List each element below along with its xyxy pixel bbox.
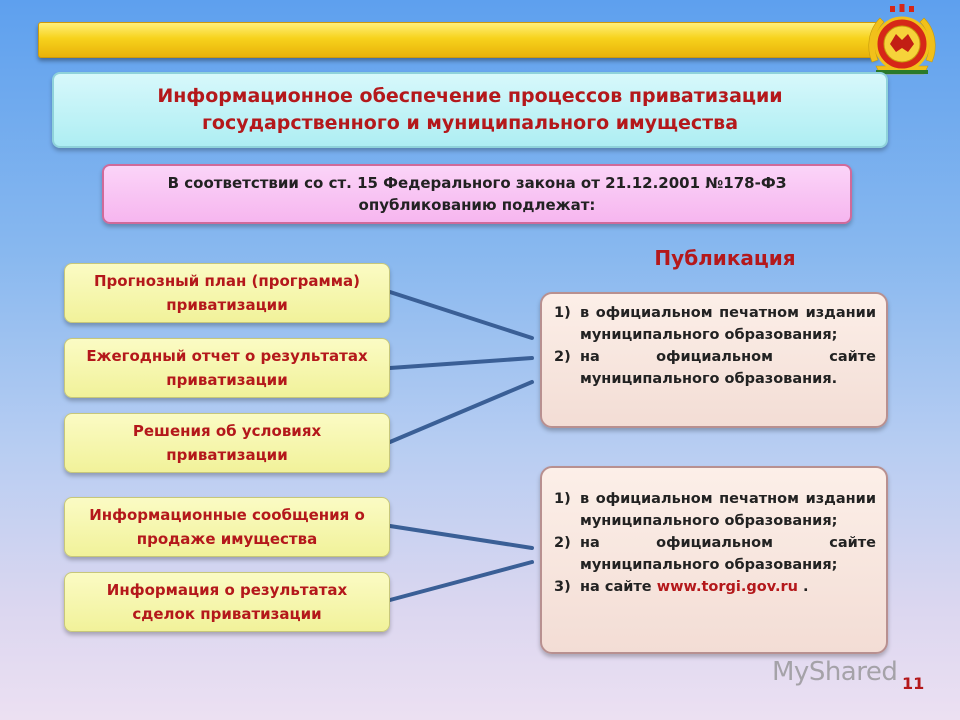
law-reference-banner: В соответствии со ст. 15 Федерального за… xyxy=(102,164,852,224)
list-text: в официальном печатном издании муниципал… xyxy=(580,491,876,529)
connector-line xyxy=(388,560,534,602)
connector-line xyxy=(388,356,534,370)
list-text: на официальном сайте муниципального обра… xyxy=(580,349,876,387)
list-item: 3) на сайте www.torgi.gov.ru . xyxy=(554,576,876,598)
torgi-link[interactable]: www.torgi.gov.ru xyxy=(656,579,798,595)
list-number: 1) xyxy=(554,305,571,321)
list-text: на сайте www.torgi.gov.ru . xyxy=(580,576,876,598)
watermark: MyShared xyxy=(766,652,898,692)
list-number: 2) xyxy=(554,535,571,551)
list-number: 2) xyxy=(554,349,571,365)
left-item-sale-announcements: Информационные сообщения о продаже имуще… xyxy=(64,497,390,557)
left-item-annual-report: Ежегодный отчет о результатах приватизац… xyxy=(64,338,390,398)
publication-group-1: 1) в официальном печатном издании муници… xyxy=(540,292,888,428)
connector-line xyxy=(388,524,534,550)
list-number: 3) xyxy=(554,579,571,595)
watermark-text: MyShared xyxy=(772,657,898,687)
list-number: 1) xyxy=(554,491,571,507)
list-item: 1) в официальном печатном издании муници… xyxy=(554,488,876,532)
top-decorative-bar xyxy=(38,22,878,58)
page-number: 11 xyxy=(902,674,925,693)
left-item-deal-results: Информация о результатах сделок приватиз… xyxy=(64,572,390,632)
connector-line xyxy=(388,380,534,444)
connector-line xyxy=(388,290,534,340)
list-text: на официальном сайте муниципального обра… xyxy=(580,535,876,573)
publication-heading: Публикация xyxy=(654,246,796,270)
left-item-forecast-plan: Прогнозный план (программа) приватизации xyxy=(64,263,390,323)
list-item: 2) на официальном сайте муниципального о… xyxy=(554,346,876,390)
emblem-icon xyxy=(868,4,936,75)
list-item: 2) на официальном сайте муниципального о… xyxy=(554,532,876,576)
publication-group-2: 1) в официальном печатном издании муници… xyxy=(540,466,888,654)
list-text-prefix: на сайте xyxy=(580,579,657,595)
page-title: Информационное обеспечение процессов при… xyxy=(52,72,888,148)
list-text-suffix: . xyxy=(797,579,809,595)
list-item: 1) в официальном печатном издании муници… xyxy=(554,302,876,346)
list-text: в официальном печатном издании муниципал… xyxy=(580,305,876,343)
left-item-privatization-decisions: Решения об условиях приватизации xyxy=(64,413,390,473)
